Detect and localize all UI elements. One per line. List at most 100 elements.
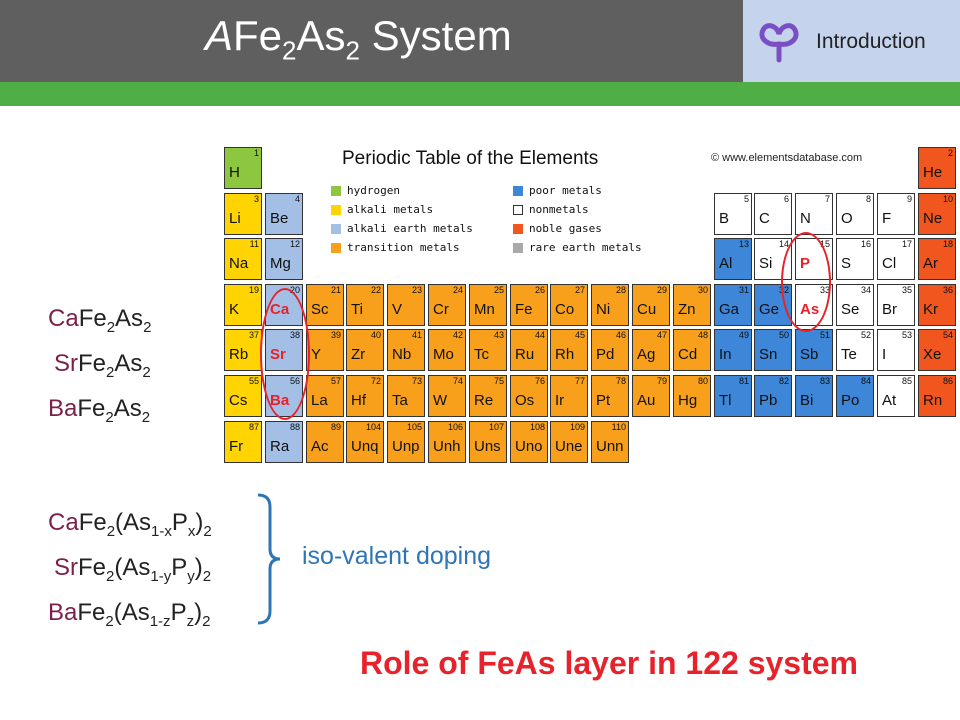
atomic-number: 43 <box>493 330 504 340</box>
atomic-number: 31 <box>738 285 749 295</box>
atomic-number: 15 <box>819 239 830 249</box>
atomic-number: 39 <box>330 330 341 340</box>
legend-item: alkali earth metals <box>331 222 473 235</box>
atomic-number: 74 <box>452 376 463 386</box>
element-symbol: Re <box>474 392 494 409</box>
element-symbol: Cr <box>433 301 449 318</box>
element-symbol: Se <box>841 301 860 318</box>
atomic-number: 110 <box>611 422 626 432</box>
atomic-number: 81 <box>738 376 749 386</box>
element-symbol: Li <box>229 210 241 227</box>
atomic-number: 72 <box>370 376 381 386</box>
element-symbol: Xe <box>923 346 942 363</box>
element-symbol: Rh <box>555 346 575 363</box>
element-symbol: Bi <box>800 392 814 409</box>
element-symbol: At <box>882 392 897 409</box>
legend-label: alkali earth metals <box>347 222 473 235</box>
atomic-number: 22 <box>370 285 381 295</box>
element-symbol: Cu <box>637 301 657 318</box>
parent-compounds: CaFe2As2 SrFe2As2 BaFe2As2 <box>48 301 151 435</box>
element-symbol: Mn <box>474 301 495 318</box>
slide-title: AFe2As2 System <box>205 12 512 66</box>
atomic-number: 3 <box>253 194 259 204</box>
atomic-number: 2 <box>947 148 953 158</box>
element-symbol: Cd <box>678 346 698 363</box>
atomic-number: 86 <box>942 376 953 386</box>
element-symbol: Au <box>637 392 656 409</box>
element-symbol: Tc <box>474 346 489 363</box>
atomic-number: 26 <box>534 285 545 295</box>
element-symbol: Ag <box>637 346 656 363</box>
university-logo-icon <box>759 23 799 63</box>
atomic-number: 55 <box>248 376 259 386</box>
element-symbol: Be <box>270 210 289 227</box>
element-symbol: Unn <box>596 438 624 455</box>
element-symbol: Zr <box>351 346 366 363</box>
element-symbol: C <box>759 210 770 227</box>
element-symbol: Cs <box>229 392 248 409</box>
atomic-number: 57 <box>330 376 341 386</box>
element-symbol: Si <box>759 255 773 272</box>
atomic-number: 73 <box>411 376 422 386</box>
atomic-number: 4 <box>294 194 300 204</box>
atomic-number: 77 <box>574 376 585 386</box>
atomic-number: 41 <box>411 330 422 340</box>
atomic-number: 84 <box>860 376 871 386</box>
legend-item: transition metals <box>331 241 460 254</box>
element-symbol: La <box>311 392 328 409</box>
alkaline-earth-highlight <box>260 288 310 420</box>
element-symbol: Os <box>515 392 535 409</box>
element-symbol: Uns <box>474 438 501 455</box>
atomic-number: 105 <box>406 422 422 432</box>
atomic-number: 87 <box>248 422 259 432</box>
atomic-number: 104 <box>365 422 381 432</box>
atomic-number: 8 <box>865 194 871 204</box>
element-symbol: Rn <box>923 392 943 409</box>
atomic-number: 109 <box>569 422 585 432</box>
legend-item: noble gases <box>513 222 602 235</box>
legend-swatch <box>331 205 341 215</box>
legend-label: transition metals <box>347 241 460 254</box>
atomic-number: 47 <box>656 330 667 340</box>
atomic-number: 12 <box>289 239 300 249</box>
atomic-number: 16 <box>860 239 871 249</box>
atomic-number: 75 <box>493 376 504 386</box>
legend-swatch <box>513 243 523 253</box>
element-symbol: Al <box>719 255 733 272</box>
legend-item: hydrogen <box>331 184 400 197</box>
atomic-number: 108 <box>529 422 545 432</box>
element-symbol: Rb <box>229 346 249 363</box>
element-symbol: Unp <box>392 438 420 455</box>
atomic-number: 17 <box>901 239 912 249</box>
atomic-number: 50 <box>778 330 789 340</box>
atomic-number: 20 <box>289 285 300 295</box>
atomic-number: 18 <box>942 239 953 249</box>
atomic-number: 79 <box>656 376 667 386</box>
element-symbol: Ar <box>923 255 938 272</box>
